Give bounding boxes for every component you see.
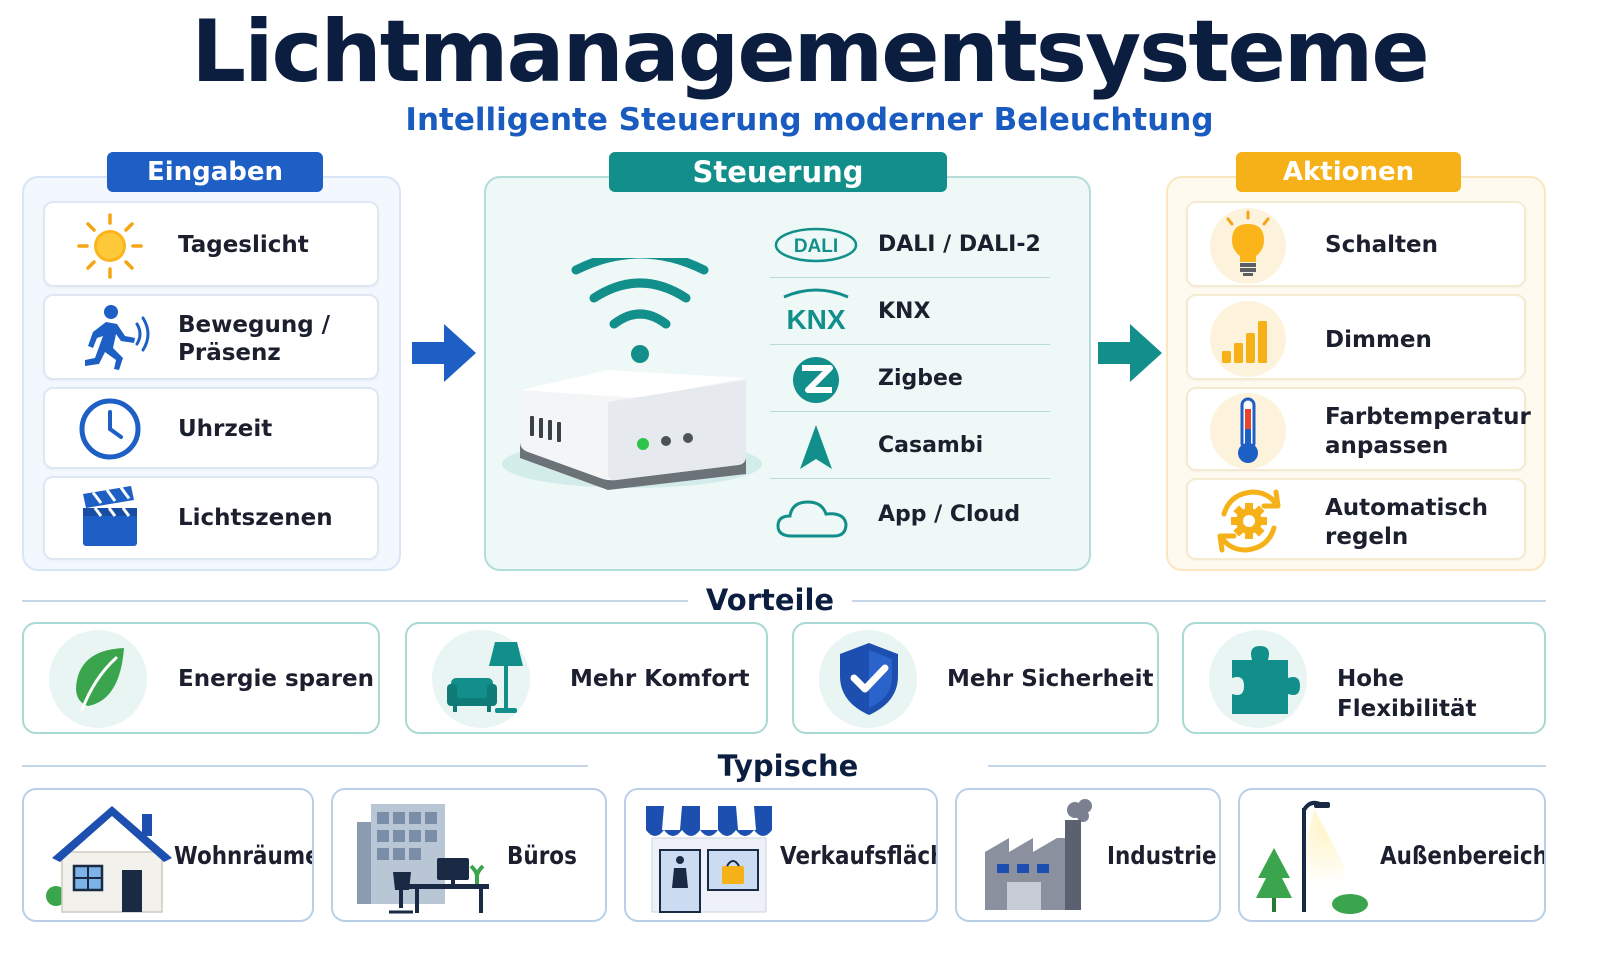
area-card-home: Wohnräume — [22, 788, 314, 922]
gear-cycle-icon — [1217, 489, 1281, 553]
input-label-line2: Präsenz — [178, 340, 281, 366]
area-label: Wohnräume — [174, 841, 314, 870]
house-icon — [46, 806, 172, 913]
action-label-line2: regeln — [1325, 524, 1409, 550]
protocol-row-zigbee: Zigbee — [770, 346, 1050, 412]
protocol-row-dali: DALI DALI / DALI-2 — [770, 212, 1050, 278]
area-card-retail: Verkaufsflächen — [624, 788, 938, 922]
action-card-auto: Automatisch regeln — [1186, 478, 1526, 560]
divider — [22, 600, 688, 602]
lightbulb-icon — [1210, 208, 1286, 284]
input-card-motion: Bewegung / Präsenz — [43, 294, 379, 380]
dali-logo-icon: DALI — [774, 227, 858, 263]
protocol-label: Casambi — [878, 433, 984, 458]
input-card-time: Uhrzeit — [43, 387, 379, 469]
office-icon — [357, 804, 489, 914]
area-label: Verkaufsflächen — [780, 841, 936, 870]
zigbee-logo-icon — [793, 357, 839, 403]
action-label: Schalten — [1325, 232, 1438, 258]
action-label: Dimmen — [1325, 327, 1432, 353]
armchair-lamp-icon — [447, 642, 523, 713]
benefit-card-flexibility: Hohe Flexibilität — [1182, 622, 1546, 734]
clock-icon — [79, 398, 141, 460]
benefits-title: Vorteile — [705, 583, 835, 617]
thermometer-icon — [1210, 393, 1286, 469]
arrow-right-icon — [412, 324, 476, 382]
action-card-switch: Schalten — [1186, 201, 1526, 287]
action-label-line2: anpassen — [1325, 433, 1449, 459]
action-card-color-temp: Farbtemperatur anpassen — [1186, 387, 1531, 471]
action-label-line1: Automatisch — [1325, 495, 1489, 521]
protocol-label: KNX — [878, 299, 931, 324]
inputs-header: Eingaben — [107, 152, 323, 192]
action-label-line1: Farbtemperatur — [1325, 404, 1531, 430]
input-card-scenes: Lichtszenen — [43, 476, 379, 560]
benefit-label: Mehr Komfort — [570, 666, 750, 692]
protocol-label: App / Cloud — [878, 502, 1021, 527]
street-lamp-icon — [1256, 800, 1368, 914]
protocol-row-casambi: Casambi — [770, 413, 1050, 479]
area-label: Büros — [507, 841, 577, 870]
page-subtitle: Intelligente Steuerung moderner Beleucht… — [405, 102, 1214, 138]
signal-bars-icon — [1210, 301, 1286, 377]
factory-icon — [985, 799, 1092, 910]
shield-check-icon — [840, 643, 898, 715]
svg-text:KNX: KNX — [786, 304, 845, 335]
leaf-icon — [76, 648, 124, 712]
knx-logo-icon: KNX — [783, 288, 849, 335]
svg-text:DALI: DALI — [794, 236, 838, 257]
benefit-card-energy: Energie sparen — [22, 622, 380, 734]
input-label: Uhrzeit — [178, 416, 273, 442]
benefit-card-security: Mehr Sicherheit — [792, 622, 1159, 734]
actions-header: Aktionen — [1236, 152, 1461, 192]
benefit-label: Energie sparen — [178, 666, 374, 692]
protocol-row-cloud: App / Cloud — [770, 482, 1050, 548]
protocol-label: Zigbee — [878, 366, 963, 391]
protocol-label: DALI / DALI-2 — [878, 232, 1041, 257]
benefit-label: Mehr Sicherheit — [947, 666, 1154, 692]
running-person-icon — [85, 305, 150, 370]
clapperboard-icon — [83, 486, 137, 546]
control-header: Steuerung — [609, 152, 947, 192]
protocol-row-knx: KNX KNX — [770, 279, 1050, 345]
area-card-outdoor: Außenbereiche — [1238, 788, 1546, 922]
puzzle-icon — [1232, 646, 1300, 714]
divider — [988, 765, 1546, 767]
action-card-dim: Dimmen — [1186, 294, 1526, 380]
benefit-label: Hohe Flexibilität — [1337, 666, 1477, 722]
input-label: Tageslicht — [178, 232, 309, 258]
divider — [852, 600, 1546, 602]
input-card-daylight: Tageslicht — [43, 201, 379, 287]
sun-icon — [77, 213, 143, 279]
casambi-logo-icon — [800, 425, 832, 469]
area-label: Industrie — [1107, 841, 1217, 870]
input-label-line1: Bewegung / — [178, 312, 331, 338]
cloud-icon — [776, 500, 848, 538]
input-label: Lichtszenen — [178, 505, 333, 531]
shop-icon — [646, 806, 772, 913]
benefit-card-comfort: Mehr Komfort — [405, 622, 768, 734]
arrow-right-icon — [1098, 324, 1162, 382]
page-title: Lichtmanagementsysteme — [191, 2, 1429, 102]
area-card-industry: Industrie — [955, 788, 1221, 922]
area-label: Außenbereiche — [1380, 841, 1546, 870]
area-card-office: Büros — [331, 788, 607, 922]
divider — [22, 765, 588, 767]
gateway-wifi-icon — [502, 258, 762, 490]
